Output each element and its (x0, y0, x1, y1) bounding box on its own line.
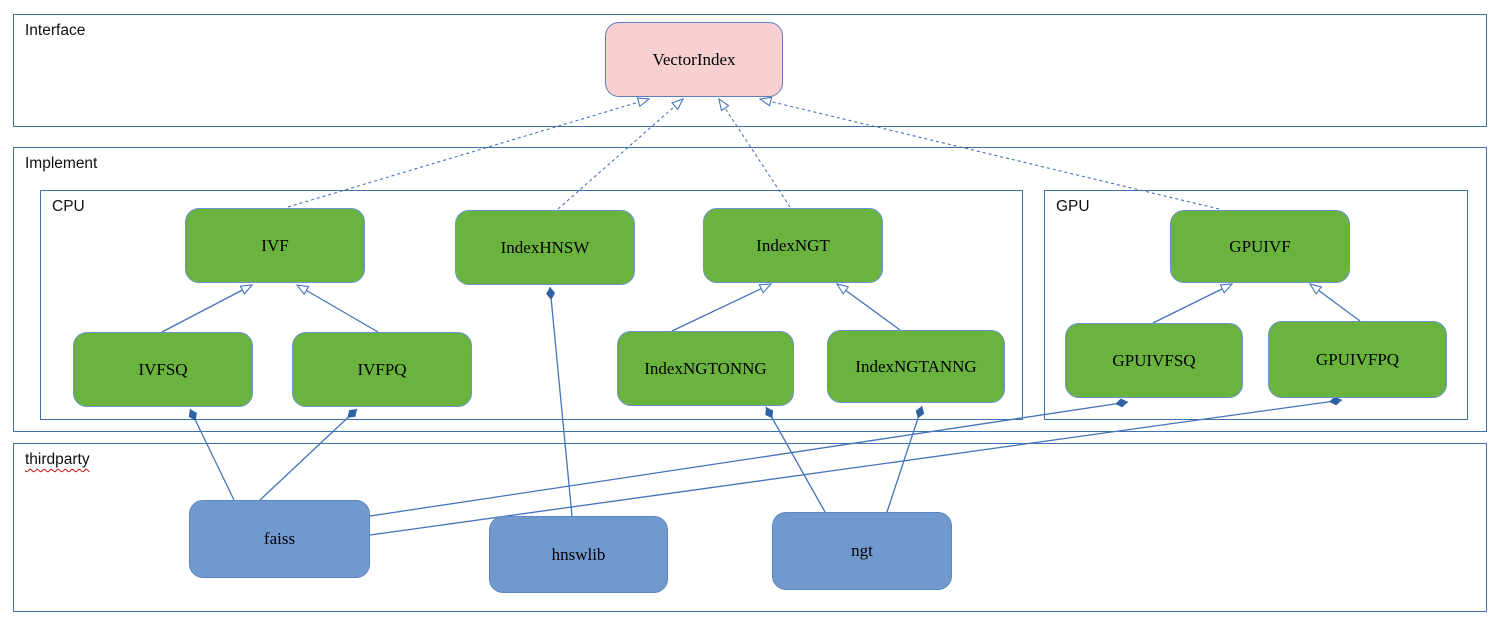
node-gpuivfsq[interactable]: GPUIVFSQ (1065, 323, 1243, 398)
thirdparty-group-label: thirdparty (25, 451, 90, 468)
node-indexngt[interactable]: IndexNGT (703, 208, 883, 283)
node-indexngtonng-label: IndexNGTONNG (644, 358, 767, 378)
node-indexngtonng[interactable]: IndexNGTONNG (617, 331, 794, 406)
node-indexngtanng[interactable]: IndexNGTANNG (827, 330, 1005, 403)
node-ivfpq[interactable]: IVFPQ (292, 332, 472, 407)
node-ivf-label: IVF (261, 235, 289, 255)
node-indexhnsw[interactable]: IndexHNSW (455, 210, 635, 285)
node-hnswlib[interactable]: hnswlib (489, 516, 668, 593)
node-ivfpq-label: IVFPQ (357, 359, 407, 379)
node-ivfsq[interactable]: IVFSQ (73, 332, 253, 407)
node-faiss-label: faiss (263, 529, 296, 548)
node-indexngtanng-label: IndexNGTANNG (855, 356, 977, 376)
node-ngt-label: ngt (851, 541, 873, 560)
node-ngt[interactable]: ngt (772, 512, 952, 590)
cpu-group-label: CPU (52, 198, 85, 215)
node-gpuivfpq-label: GPUIVFPQ (1315, 349, 1400, 369)
node-gpuivf[interactable]: GPUIVF (1170, 210, 1350, 283)
node-gpuivfsq-label: GPUIVFSQ (1112, 350, 1196, 370)
node-gpuivfpq[interactable]: GPUIVFPQ (1268, 321, 1447, 398)
node-gpuivf-label: GPUIVF (1229, 236, 1291, 256)
node-indexhnsw-label: IndexHNSW (500, 237, 590, 257)
node-ivfsq-label: IVFSQ (138, 359, 188, 379)
node-hnswlib-label: hnswlib (551, 544, 606, 564)
node-vectorindex-label: VectorIndex (652, 49, 736, 69)
gpu-group-label: GPU (1056, 198, 1090, 215)
interface-group-label: Interface (25, 22, 86, 39)
node-indexngt-label: IndexNGT (756, 235, 830, 255)
node-ivf[interactable]: IVF (185, 208, 365, 283)
node-vectorindex[interactable]: VectorIndex (605, 22, 783, 97)
node-faiss[interactable]: faiss (189, 500, 370, 578)
implement-group-label: Implement (25, 155, 98, 172)
